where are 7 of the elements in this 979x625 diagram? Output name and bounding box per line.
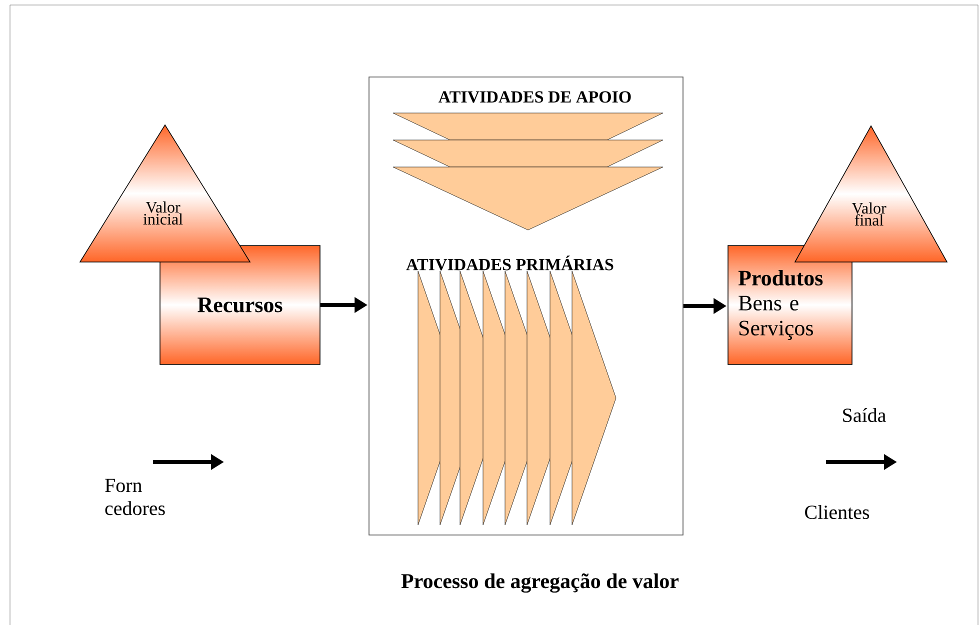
activities-box: ATIVIDADES DE APOIO ATIVIDADES PRIMÁRIAS (368, 76, 684, 536)
product-box: Produtos Bens e Serviços (728, 245, 852, 365)
side-label: Forn cedores (105, 478, 165, 516)
side-label: Clientes (805, 504, 870, 520)
side-label: Saída (843, 408, 886, 422)
caption: Processo de agregação de valor (401, 573, 679, 593)
resource-box: Recursos (160, 245, 320, 365)
